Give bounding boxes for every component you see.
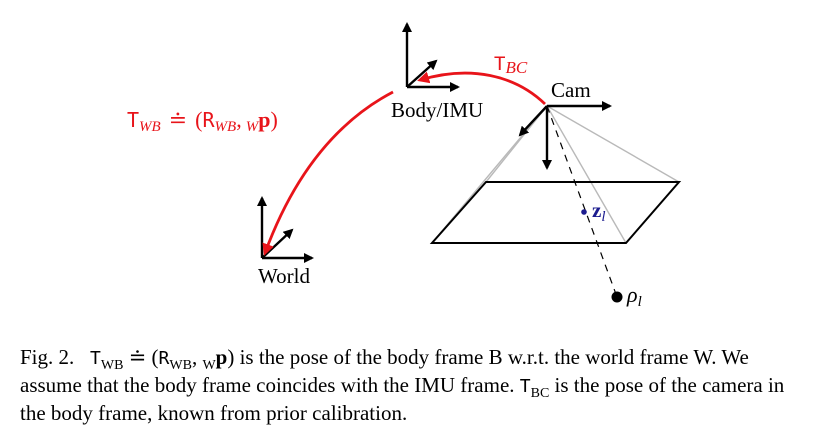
caption-rwb-sub: WB (169, 358, 192, 373)
feature-point (581, 209, 587, 215)
caption-twb: T (90, 348, 101, 369)
caption-comma: , (191, 345, 198, 369)
tbc-arrow (417, 71, 546, 106)
camera-frame-axes (518, 101, 612, 170)
caption-close: ) (227, 345, 235, 369)
body-imu-label: Body/IMU (391, 98, 483, 122)
caption-p: p (215, 345, 228, 369)
caption-p-sub: W (202, 358, 216, 373)
frustum-ray (546, 105, 627, 244)
caption-def: ≐ (128, 345, 147, 369)
landmark-label: ρl (626, 282, 642, 310)
twb-arrow (262, 90, 394, 256)
image-plane (429, 181, 682, 244)
cam-y-axis (518, 105, 548, 137)
world-label: World (258, 264, 310, 288)
world-frame-axes (257, 196, 314, 263)
caption-text-2: is the pose of the camera in the body fr… (20, 373, 785, 425)
caption-fig-label: Fig. 2. (20, 345, 75, 369)
tbc-label: TBC (494, 53, 528, 77)
body-y-axis (406, 59, 438, 88)
caption-open: ( (151, 345, 159, 369)
caption-tbc: T (519, 376, 531, 397)
feature-label: zl (592, 198, 606, 225)
projection-ray (546, 105, 618, 298)
caption-tbc-sub: BC (530, 386, 550, 401)
twb-label: TWB≐(RWB,Wp) (127, 107, 278, 135)
cam-label: Cam (551, 78, 591, 102)
landmark-point (611, 291, 623, 303)
frustum-ray (546, 105, 680, 183)
figure-caption: Fig. 2. TWB ≐ (RWB, Wp) is the pose of t… (20, 345, 800, 426)
camera-frustum (429, 105, 682, 244)
caption-rwb: R (158, 348, 170, 369)
caption-twb-sub: WB (100, 358, 124, 373)
world-y-axis (261, 228, 294, 259)
caption-text-1: is the pose of the body frame B w.r.t. t… (20, 345, 749, 397)
